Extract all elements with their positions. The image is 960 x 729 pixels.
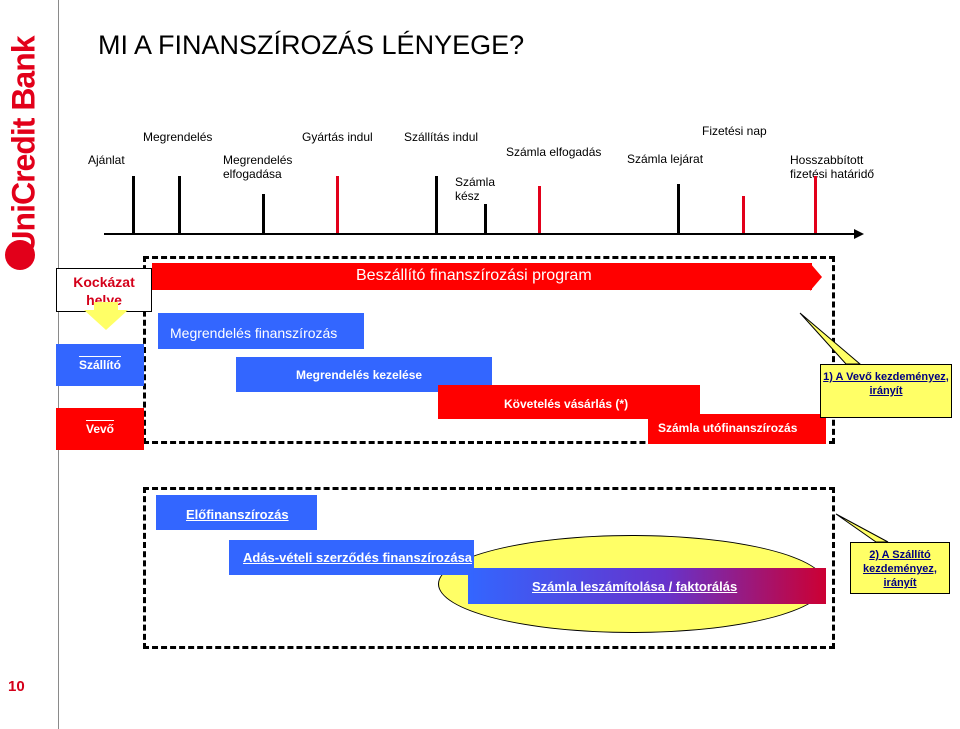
order-financing-label: Megrendelés finanszírozás (170, 325, 338, 341)
invoice-post-financing-label: Számla utófinanszírozás (658, 421, 798, 435)
timeline-arrow-icon (854, 229, 864, 239)
supplier-row-text: Szállító (78, 358, 121, 372)
buyer-row-label: Vevő (56, 408, 144, 450)
invoice-post-financing-bar: Számla utófinanszírozás (648, 414, 826, 444)
event-label-invoice-due: Számla lejárat (627, 152, 704, 166)
page-number: 10 (8, 678, 25, 695)
event-label-invoice-acceptance: Számla elfogadás (506, 145, 602, 159)
banner-arrow-icon (810, 263, 822, 291)
timeline-tick (814, 176, 817, 233)
event-label-order-acceptance: Megrendelés elfogadása (223, 153, 293, 181)
unicredit-logo: UniCredit Bank (4, 20, 44, 270)
timeline-tick (132, 176, 135, 233)
buyer-initiated-callout-text: 1) A Vevő kezdeményez, irányít (823, 371, 949, 397)
timeline-tick (742, 196, 745, 234)
timeline-axis (104, 233, 856, 235)
risk-arrow-icon (94, 302, 118, 312)
timeline-tick (178, 176, 181, 233)
supplier-initiated-box (143, 487, 835, 649)
sales-contract-financing-bar: Adás-vételi szerződés finanszírozása (229, 540, 474, 575)
timeline-tick (484, 204, 487, 234)
invoice-discounting-label: Számla leszámítolása / faktorálás (532, 579, 738, 594)
timeline-tick (262, 194, 265, 234)
logo-text: UniCredit Bank (5, 36, 42, 254)
buyer-row-text: Vevő (85, 422, 115, 436)
risk-arrow-head-icon (84, 310, 128, 330)
event-label-order: Megrendelés (143, 130, 213, 144)
logo-emblem-icon (5, 240, 35, 270)
event-label-shipping-start: Szállítás indul (404, 130, 479, 144)
event-label-production-start: Gyártás indul (302, 130, 373, 144)
pre-financing-label: Előfinanszírozás (186, 507, 289, 522)
buyer-initiated-callout: 1) A Vevő kezdeményez, irányít (820, 364, 952, 418)
sales-contract-financing-label: Adás-vételi szerződés finanszírozása (243, 550, 473, 565)
event-label-extended-deadline: Hosszabbított fizetési határidő (790, 153, 875, 181)
order-financing-bar: Megrendelés finanszírozás (158, 313, 364, 349)
supplier-row-label: Szállító (56, 344, 144, 386)
order-handling-label: Megrendelés kezelése (296, 368, 423, 382)
event-label-invoice-ready: Számla kész (455, 175, 496, 203)
supplier-program-banner-label: Beszállító finanszírozási program (356, 267, 592, 284)
pre-financing-bar: Előfinanszírozás (156, 495, 317, 530)
page-title: MI A FINANSZÍROZÁS LÉNYEGE? (98, 30, 525, 60)
invoice-discounting-bar: Számla leszámítolása / faktorálás (468, 568, 826, 604)
timeline-tick (677, 184, 680, 234)
supplier-initiated-callout: 2) A Szállító kezdeményez, irányít (850, 542, 950, 594)
event-label-payment-day: Fizetési nap (702, 124, 767, 138)
supplier-initiated-callout-text: 2) A Szállító kezdeményez, irányít (863, 549, 937, 589)
receivable-purchase-label: Követelés vásárlás (*) (504, 397, 629, 411)
timeline-tick (538, 186, 541, 234)
receivable-purchase-bar: Követelés vásárlás (*) (438, 385, 700, 419)
timeline-tick (336, 176, 339, 233)
supplier-program-banner: Beszállító finanszírozási program (152, 263, 812, 290)
timeline-tick (435, 176, 438, 233)
event-label-offer: Ajánlat (88, 153, 125, 167)
